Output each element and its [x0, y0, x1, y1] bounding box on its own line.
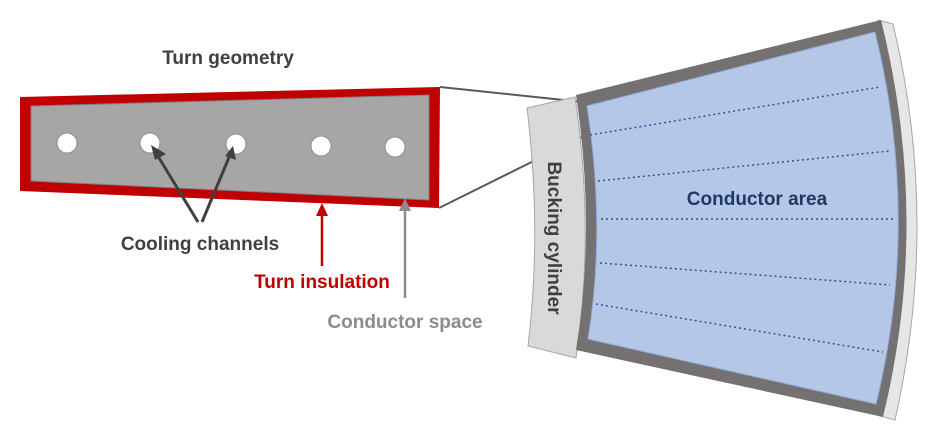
bucking-cylinder-shape [526, 96, 586, 359]
cooling-channels-label: Cooling channels [121, 234, 279, 255]
bucking-cylinder-label: Bucking cylinder [543, 161, 564, 315]
conductor-space-label: Conductor space [327, 312, 482, 333]
turn-divider-line [599, 262, 891, 286]
cooling-channels-callout [151, 145, 236, 223]
conductor-area-shape [586, 31, 899, 405]
conductor-space-callout [399, 198, 411, 298]
turn-insulation-callout [316, 203, 328, 266]
pointer-line [154, 152, 200, 223]
turn-divider-line [589, 86, 881, 136]
arrowhead [316, 203, 328, 216]
arrowhead [225, 146, 236, 160]
conductor-area-label: Conductor area [687, 189, 828, 210]
turn-geometry-title: Turn geometry [162, 48, 294, 69]
turn-cross-section [20, 87, 440, 208]
turn-divider-line [595, 303, 884, 353]
cooling-channel-hole [56, 132, 78, 154]
pointer-line [200, 154, 232, 223]
cooling-channel-hole [384, 136, 406, 158]
arrowhead [151, 145, 166, 160]
turn-insulation-label: Turn insulation [254, 272, 390, 293]
cooling-channel-hole [310, 135, 332, 157]
arrowhead [399, 198, 411, 211]
winding-sector [526, 19, 918, 421]
turn-divider-line [597, 150, 890, 182]
